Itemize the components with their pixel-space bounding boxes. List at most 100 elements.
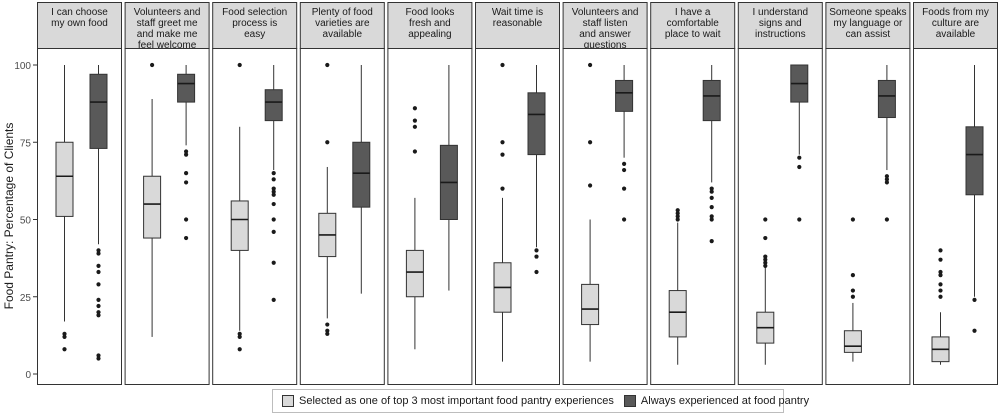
- outlier-point-top3: [938, 282, 943, 287]
- outlier-point-top3: [62, 331, 67, 336]
- outlier-point-top3: [62, 334, 67, 340]
- facet-strip-title: place to wait: [665, 29, 721, 40]
- outlier-point-always: [96, 282, 101, 287]
- outlier-point-top3: [850, 294, 856, 299]
- outlier-point-top3: [763, 260, 768, 265]
- outlier-point-top3: [588, 62, 593, 68]
- outlier-point-top3: [237, 62, 242, 68]
- outlier-point-always: [709, 214, 714, 219]
- outlier-point-always: [797, 217, 802, 222]
- facet-strip-title: I have a: [675, 7, 711, 18]
- outlier-point-top3: [763, 263, 768, 268]
- outlier-point-top3: [500, 140, 505, 145]
- box-always: [352, 141, 371, 208]
- facet-strip-title: Plenty of food: [312, 7, 373, 18]
- facet-strip-title: Food looks: [405, 7, 454, 18]
- outlier-point-always: [184, 149, 189, 154]
- box-always: [615, 79, 634, 112]
- outlier-point-top3: [850, 217, 856, 222]
- legend-label-always: Always experienced at food pantry: [640, 395, 810, 407]
- outlier-point-always: [96, 248, 101, 253]
- outlier-point-always: [96, 269, 101, 275]
- outlier-point-always: [534, 269, 539, 275]
- facet-strip-title: my language or: [833, 18, 903, 29]
- facet-strip: [37, 2, 122, 49]
- facet-strip-title: staff listen: [583, 18, 628, 29]
- facet-panel: [212, 48, 298, 385]
- outlier-point-top3: [325, 328, 330, 333]
- outlier-point-top3: [675, 211, 680, 216]
- box-always: [702, 79, 721, 122]
- box-top3: [405, 249, 424, 298]
- facet-strip-title: varieties are: [315, 18, 370, 29]
- y-axis-title: Food Pantry: Percentage of Clients: [2, 123, 16, 310]
- outlier-point-top3: [675, 217, 680, 222]
- box-always: [965, 126, 984, 196]
- facet-strip-title: available: [936, 29, 976, 40]
- box-always: [527, 92, 546, 156]
- facet-panel: [475, 48, 560, 385]
- facet-strip: [387, 2, 473, 49]
- outlier-point-top3: [763, 235, 768, 241]
- outlier-point-top3: [500, 186, 505, 191]
- box-always: [89, 73, 108, 149]
- outlier-point-top3: [938, 269, 943, 275]
- facet-panel: [299, 48, 385, 385]
- facet-strip-title: appealing: [408, 29, 451, 40]
- outlier-point-top3: [850, 273, 856, 278]
- box-top3: [55, 141, 74, 217]
- outlier-point-always: [797, 155, 802, 160]
- facet-strip-title: can assist: [846, 29, 891, 40]
- outlier-point-top3: [150, 62, 155, 68]
- outlier-point-always: [271, 192, 276, 197]
- outlier-point-top3: [588, 183, 593, 188]
- facet-strip-title: fresh and: [409, 18, 451, 29]
- outlier-point-always: [271, 186, 276, 191]
- facet-panel: [37, 48, 122, 385]
- facet-strip-title: I can choose: [51, 7, 108, 18]
- facet-strip-title: easy: [244, 29, 265, 40]
- facet-strip: [299, 2, 385, 49]
- outlier-point-always: [184, 235, 189, 241]
- facet-strip-title: instructions: [755, 29, 806, 40]
- facet-strip-title: staff greet me: [137, 18, 198, 29]
- outlier-point-top3: [412, 118, 417, 123]
- facet-strip-title: and make me: [137, 29, 198, 40]
- outlier-point-always: [709, 217, 714, 222]
- outlier-point-top3: [763, 257, 768, 262]
- facet-strip: [475, 2, 560, 49]
- outlier-point-always: [622, 217, 627, 222]
- outlier-point-always: [184, 152, 189, 157]
- y-tick-label: 25: [20, 293, 32, 304]
- outlier-point-top3: [237, 347, 242, 352]
- facet-strip-title: Wait time is: [492, 7, 543, 18]
- outlier-point-always: [972, 297, 977, 302]
- outlier-point-always: [96, 356, 101, 361]
- outlier-point-always: [271, 201, 276, 207]
- outlier-point-always: [534, 254, 539, 259]
- outlier-point-always: [709, 186, 714, 191]
- outlier-point-top3: [325, 62, 330, 68]
- outlier-point-always: [622, 186, 627, 191]
- box-top3: [843, 330, 862, 353]
- facet-strip-title: questions: [584, 40, 627, 51]
- outlier-point-always: [96, 353, 101, 358]
- outlier-point-top3: [588, 140, 593, 145]
- outlier-point-top3: [675, 214, 680, 219]
- facet-strip-title: available: [323, 29, 363, 40]
- outlier-point-always: [96, 310, 101, 315]
- outlier-point-top3: [938, 273, 943, 278]
- outlier-point-always: [271, 260, 276, 265]
- outlier-point-always: [271, 189, 276, 194]
- outlier-point-top3: [325, 140, 330, 145]
- facet-strip: [650, 2, 736, 49]
- box-always: [877, 79, 896, 119]
- outlier-point-always: [271, 171, 276, 176]
- facet-strip-title: signs and: [759, 18, 802, 29]
- facet-strip: [913, 2, 998, 49]
- outlier-point-always: [709, 189, 714, 194]
- outlier-point-top3: [412, 106, 417, 111]
- legend-item-always: Always experienced at food pantry: [623, 395, 810, 407]
- outlier-point-always: [709, 205, 714, 210]
- facet-strip-title: culture are: [932, 18, 980, 29]
